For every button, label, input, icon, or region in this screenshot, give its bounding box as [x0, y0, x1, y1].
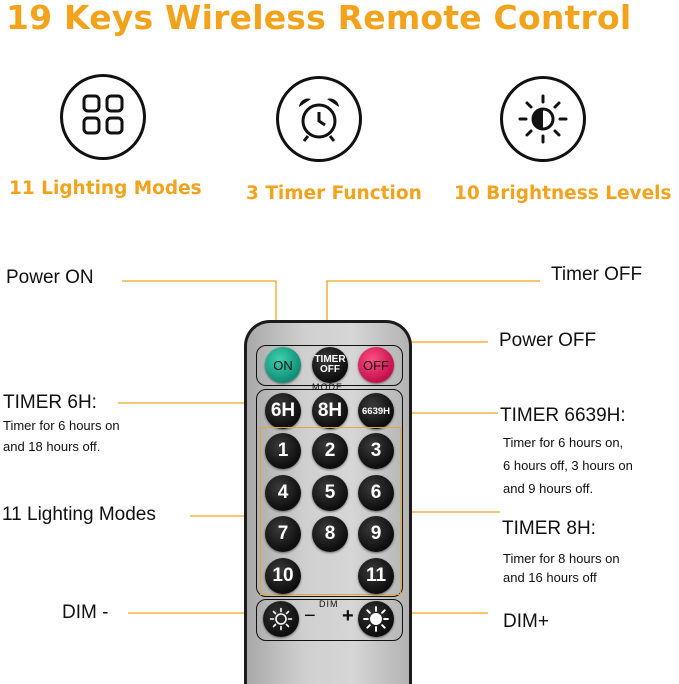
callout-timer-6639h: TIMER 6639H:	[500, 405, 626, 426]
grid-icon	[60, 74, 146, 160]
callout-dim-plus: DIM+	[503, 611, 549, 632]
timer-6639h-desc-3: and 9 hours off.	[503, 481, 594, 496]
timer-8h-desc-1: Timer for 8 hours on	[503, 551, 620, 566]
dim-label: DIM	[319, 599, 339, 609]
mode-4-button[interactable]: 4	[265, 475, 301, 511]
mode-7-button[interactable]: 7	[265, 516, 301, 552]
mode-11-button[interactable]: 11	[358, 558, 394, 594]
brightness-icon	[500, 76, 586, 162]
mode-6-button[interactable]: 6	[358, 475, 394, 511]
mode-9-button[interactable]: 9	[358, 516, 394, 552]
timer-8h-button[interactable]: 8H	[312, 393, 348, 429]
callout-timer-6h: TIMER 6H:	[3, 392, 97, 413]
timer-off-label-bottom: OFF	[320, 364, 340, 375]
mode-8-button[interactable]: 8	[312, 516, 348, 552]
mode-10-button[interactable]: 10	[265, 558, 301, 594]
timer-6639h-desc-1: Timer for 6 hours on,	[503, 435, 624, 450]
dim-plus-button[interactable]	[358, 601, 394, 637]
timer-8h-desc-2: and 16 hours off	[503, 570, 597, 585]
power-on-button[interactable]: ON	[265, 347, 301, 383]
callout-power-on: Power ON	[6, 267, 94, 288]
feature-label-lighting-modes: 11 Lighting Modes	[9, 178, 202, 199]
timer-6h-button[interactable]: 6H	[265, 393, 301, 429]
mode-section-frame	[256, 389, 403, 597]
dim-minus-button[interactable]	[263, 601, 299, 637]
dim-plus-sign: +	[342, 605, 354, 627]
mode-5-button[interactable]: 5	[312, 475, 348, 511]
mode-2-button[interactable]: 2	[312, 433, 348, 469]
timer-6639h-desc-2: 6 hours off, 3 hours on	[503, 458, 633, 473]
lighting-modes-frame	[260, 427, 401, 595]
mode-1-button[interactable]: 1	[265, 433, 301, 469]
page-title: 19 Keys Wireless Remote Control	[6, 0, 632, 37]
timer-off-label-top: TIMER	[314, 354, 346, 365]
power-section-frame	[256, 345, 403, 386]
timer-6639h-button[interactable]: 6639H	[358, 393, 394, 429]
dim-sun-filled-icon	[363, 606, 389, 632]
callout-timer-8h: TIMER 8H:	[502, 518, 596, 539]
dim-section-frame	[256, 599, 403, 641]
timer-6h-desc-2: and 18 hours off.	[3, 439, 101, 454]
callout-power-off: Power OFF	[499, 330, 597, 351]
alarm-clock-icon	[276, 76, 362, 162]
callout-timer-off: Timer OFF	[551, 264, 643, 285]
feature-label-brightness-levels: 10 Brightness Levels	[454, 183, 672, 204]
mode-3-button[interactable]: 3	[358, 433, 394, 469]
dim-sun-outline-icon	[269, 607, 293, 631]
remote-control: ON TIMER OFF OFF MODE 6H 8H 6639H 1 2 3 …	[244, 320, 412, 684]
callout-dim-minus: DIM -	[62, 602, 109, 623]
dim-minus-sign: −	[304, 605, 316, 627]
callout-lighting-modes: 11 Lighting Modes	[2, 504, 156, 525]
power-off-button[interactable]: OFF	[358, 347, 394, 383]
timer-off-button[interactable]: TIMER OFF	[312, 347, 348, 383]
mode-label: MODE	[312, 382, 343, 392]
feature-label-timer-function: 3 Timer Function	[246, 183, 422, 204]
timer-6h-desc-1: Timer for 6 hours on	[3, 418, 120, 433]
